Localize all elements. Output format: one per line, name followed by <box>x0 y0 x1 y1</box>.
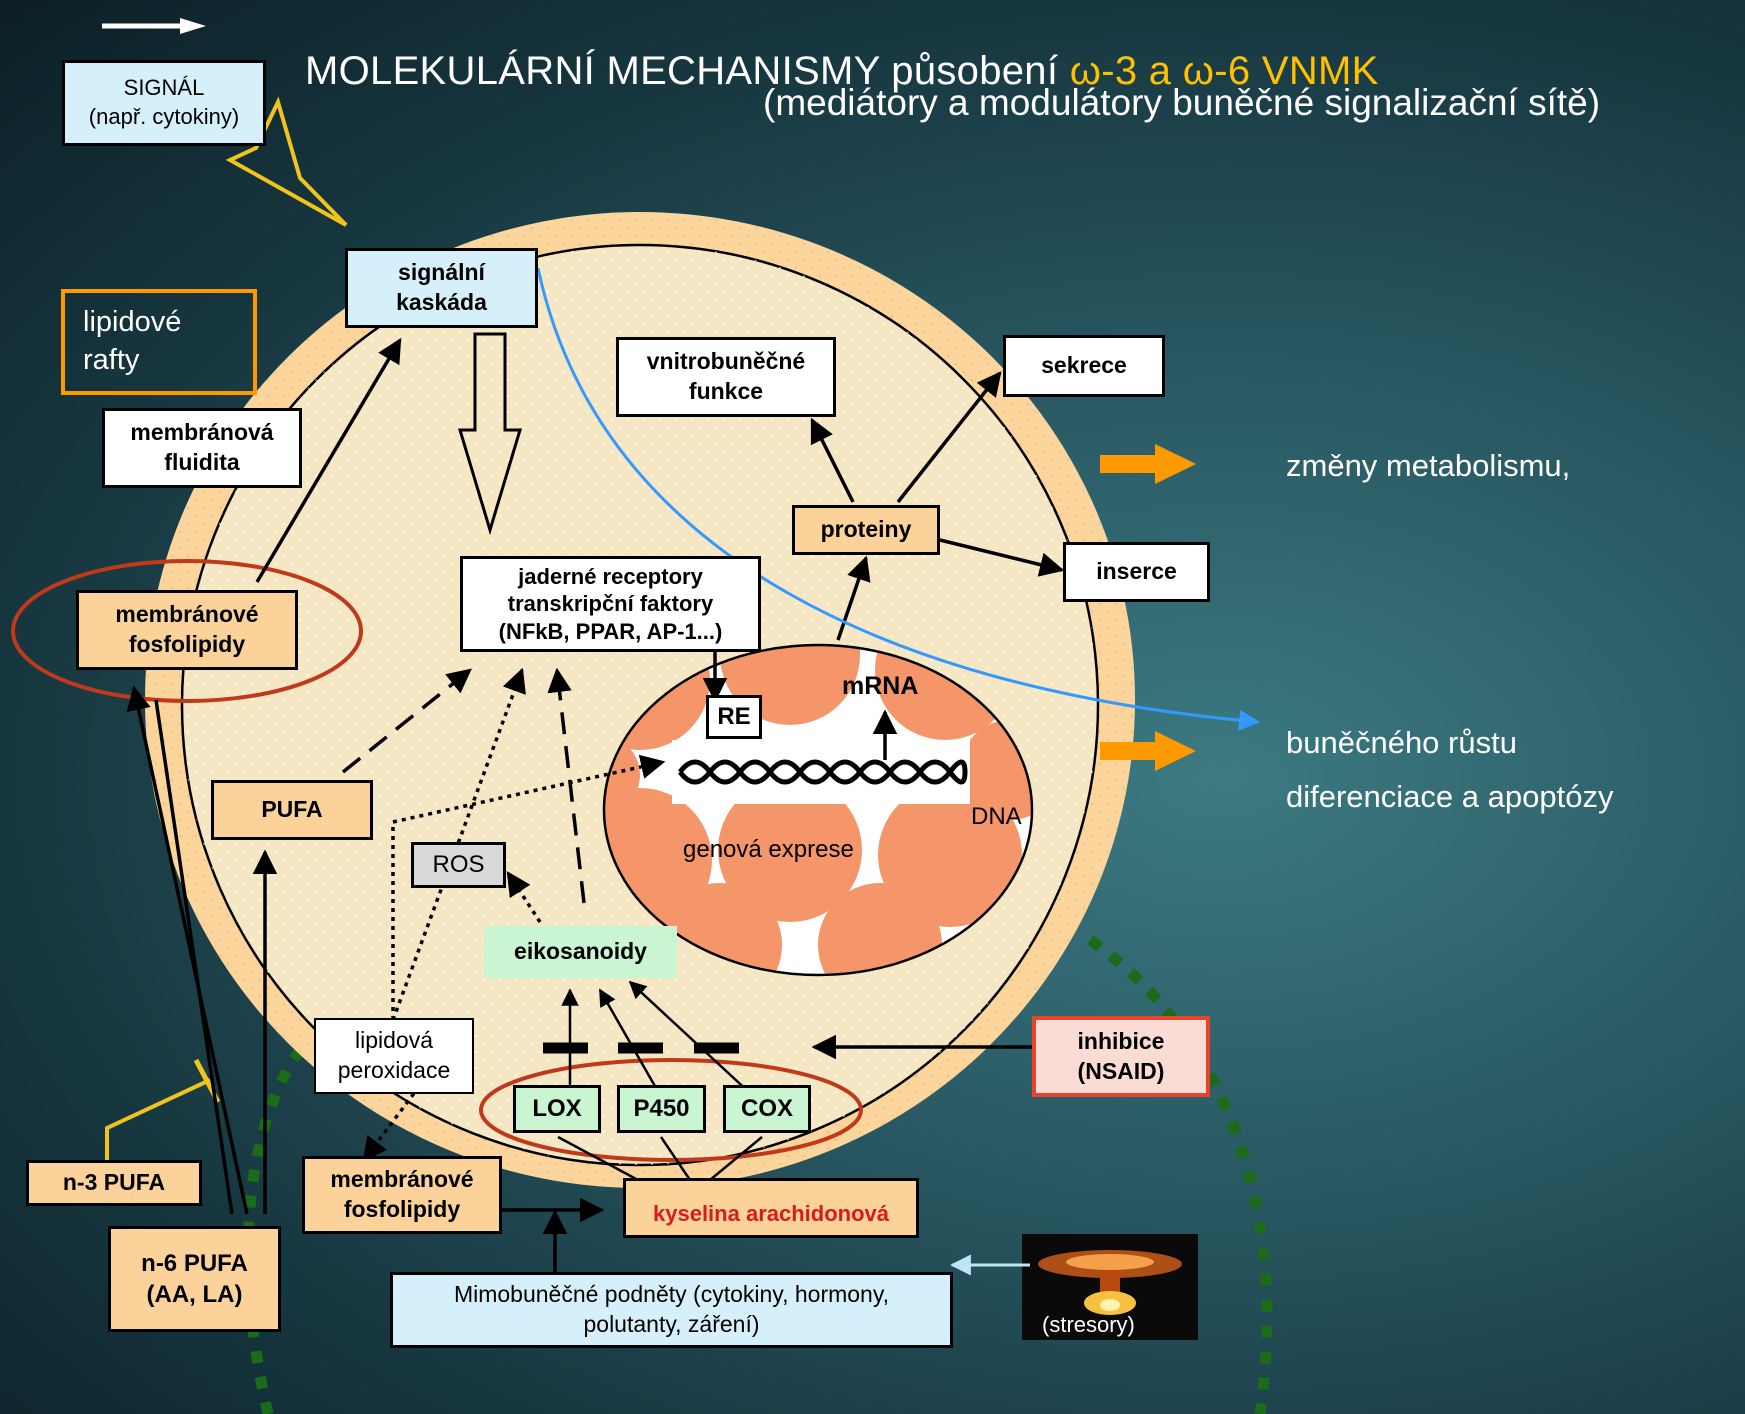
n6-pufa-box: n-6 PUFA (AA, LA) <box>108 1226 281 1332</box>
cascade-hollow-arrow <box>457 332 523 536</box>
insertion-box: inserce <box>1063 542 1210 602</box>
arrow-pufa-to-receptors <box>341 668 472 774</box>
arrow-phospholipid-to-cascade <box>255 337 402 583</box>
membrane-phospholipids-box-top: membránové fosfolipidy <box>76 590 298 670</box>
enzymes-highlight-oval <box>479 1058 863 1162</box>
n3-inhibition-line <box>105 1078 211 1160</box>
secretion-box: sekrece <box>1003 335 1165 397</box>
lipid-rafts-box: lipidové rafty <box>61 289 257 395</box>
title-main: MOLEKULÁRNÍ MECHANISMY působení <box>305 49 1070 93</box>
signal-box: SIGNÁL (např. cytokiny) <box>62 60 266 146</box>
stressor-image <box>1022 1234 1198 1340</box>
ros-box: ROS <box>411 842 506 888</box>
mrna-label: mRNA <box>842 672 919 700</box>
lox-box[interactable]: LOX <box>513 1085 601 1133</box>
membrane-fluidity-box: membránová fluidita <box>102 408 302 488</box>
orange-arrow-metabolism <box>1100 444 1196 484</box>
outcome-metabolism: změny metabolismu, <box>1286 448 1571 483</box>
arrow-peroxidation-to-dna <box>391 754 666 1020</box>
n3-pufa-box: n-3 PUFA <box>26 1160 202 1206</box>
re-box: RE <box>706 695 762 739</box>
arrow-to-proteins <box>836 555 871 641</box>
signal-cascade-box: signální kaskáda <box>345 248 538 328</box>
gene-expression-label: genová exprese <box>683 836 854 863</box>
dna-helix <box>678 759 968 785</box>
stressors-label: (stresory) <box>1042 1312 1135 1337</box>
membrane-phospholipids-box-bottom: membránové fosfolipidy <box>302 1156 502 1234</box>
orange-arrow-growth <box>1100 731 1196 771</box>
title-accent: ω-3 a ω-6 VNMK <box>1069 49 1379 93</box>
outcome-growth: buněčného růstu diferenciace a apoptózy <box>1286 725 1614 815</box>
p450-box[interactable]: P450 <box>617 1085 706 1133</box>
arrow-to-intracellular <box>810 417 855 503</box>
eicosanoids-box: eikosanoidy <box>484 926 677 978</box>
page-subtitle: (mediátory a modulátory buněčné signaliz… <box>763 82 1601 123</box>
arrow-to-insertion <box>939 538 1065 577</box>
intracellular-functions-box: vnitrobuněčné funkce <box>616 337 836 417</box>
proteins-box: proteiny <box>792 505 940 555</box>
pufa-box: PUFA <box>211 780 373 840</box>
extracellular-stimuli-box: Mimobuněčné podněty (cytokiny, hormony, … <box>390 1272 953 1348</box>
inhibition-box: inhibice (NSAID) <box>1032 1016 1210 1097</box>
arrow-n6-line <box>154 699 234 1215</box>
arrow-to-secretion <box>896 371 1002 504</box>
arachidonic-acid-box: kyselina arachidonová <box>623 1178 919 1238</box>
cox-box[interactable]: COX <box>723 1085 811 1133</box>
arrow-eicosanoids-to-ros <box>506 870 542 923</box>
nucleus <box>602 643 1034 977</box>
blue-growth-arrow <box>536 267 1261 731</box>
lipid-peroxidation-box: lipidová peroxidace <box>314 1018 474 1094</box>
dna-label: DNA <box>971 803 1022 830</box>
page-title: MOLEKULÁRNÍ MECHANISMY působení ω-3 a ω-… <box>305 4 1379 94</box>
arrow-n6-to-phospholipid <box>126 685 249 1215</box>
arrow-eicosanoids-to-receptors <box>547 667 586 904</box>
green-dotted-arc <box>242 935 1273 1414</box>
nuclear-receptors-box: jaderné receptory transkripční faktory (… <box>460 556 761 652</box>
title-arrow <box>102 18 206 34</box>
phospholipid-highlight-oval <box>11 559 363 703</box>
